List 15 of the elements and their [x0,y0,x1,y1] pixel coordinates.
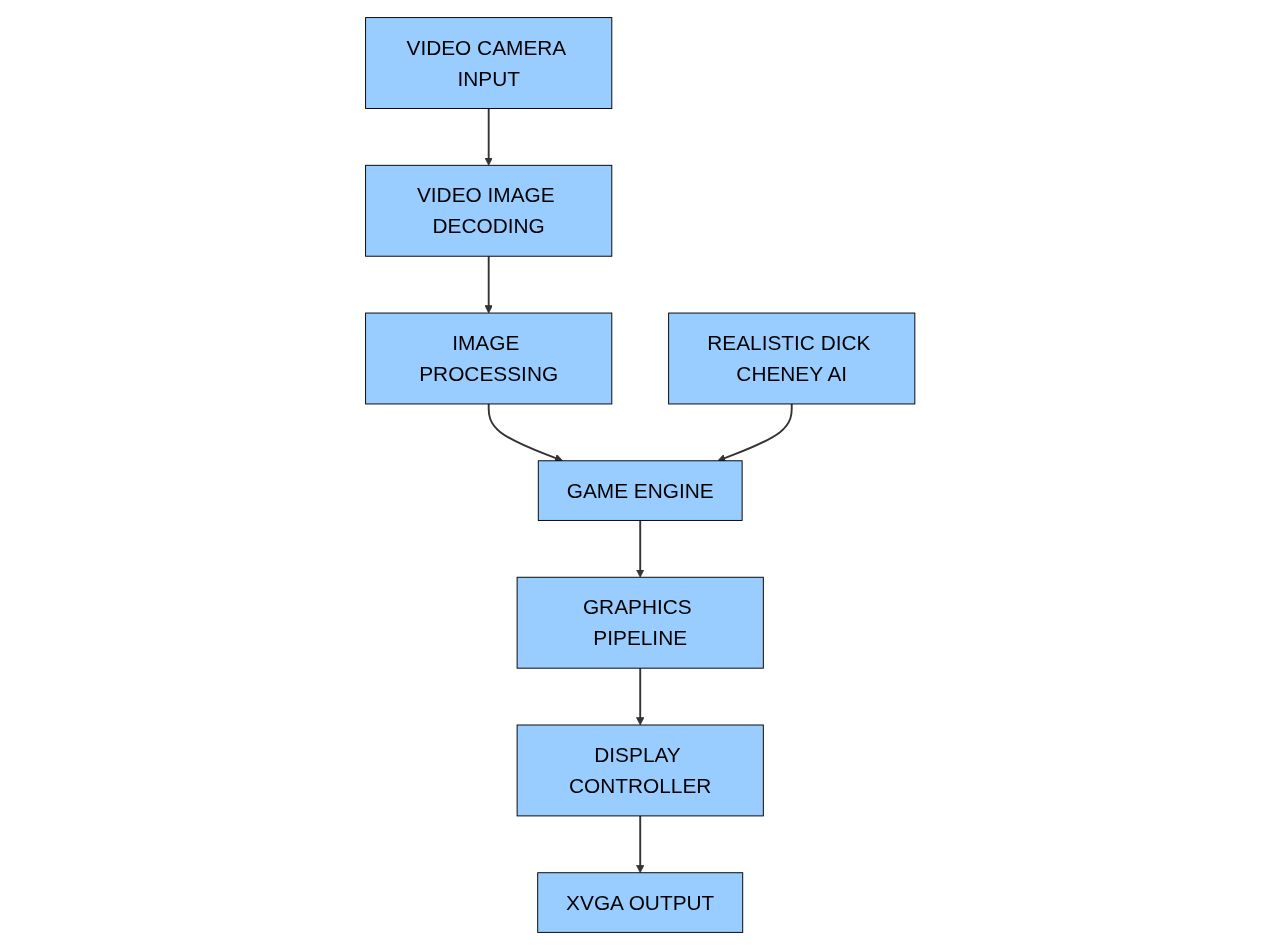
node-box: IMAGE PROCESSING [364,312,613,405]
arrow [635,815,645,874]
arrow [484,107,493,166]
node-box: GAME ENGINE [537,460,743,521]
arrow [717,403,793,462]
node-box: VIDEO CAMERA INPUT [364,17,613,109]
node-box: XVGA OUTPUT [537,872,743,933]
arrow [484,255,493,314]
node-box: VIDEO IMAGE DECODING [364,164,613,257]
node-box: GRAPHICS PIPELINE [516,576,764,669]
node-box: DISPLAY CONTROLLER [516,724,764,817]
arrow [635,667,645,726]
arrow [635,519,645,578]
arrow [487,403,563,462]
node-box: REALISTIC DICK CHENEY AI [667,312,916,405]
